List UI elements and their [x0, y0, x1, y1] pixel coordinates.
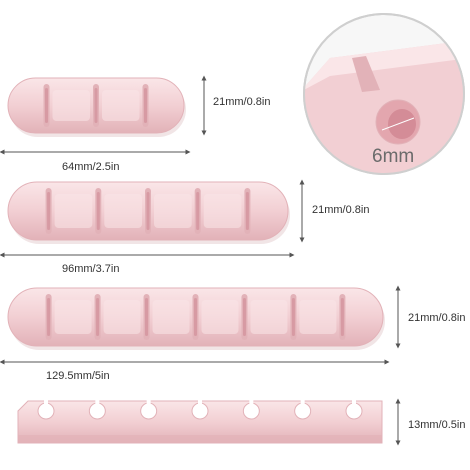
organizer-7-slot-slot-groove: [340, 298, 344, 336]
organizer-7-slot-side-base: [18, 435, 382, 443]
organizer-7-slot-side-hole-notch: [300, 400, 305, 406]
organizer-7-slot-slot-groove: [291, 298, 295, 336]
width-label-3-slot: 64mm/2.5in: [62, 161, 120, 173]
organizer-3-slot-flap: [102, 90, 140, 121]
organizer-7-slot-slot-groove: [47, 298, 51, 336]
organizer-5-slot-flap: [203, 194, 242, 228]
organizer-3-slot-slot-groove: [144, 88, 147, 123]
organizer-7-slot-flap: [152, 300, 190, 334]
width-label-5-slot: 96mm/3.7in: [62, 263, 120, 275]
detail-block-top: [304, 40, 464, 92]
organizer-7-slot-flap: [299, 300, 337, 334]
organizer-7-slot-flap: [201, 300, 239, 334]
organizer-7-slot-slot-groove: [194, 298, 197, 336]
organizer-7-slot-slot-groove: [145, 298, 149, 336]
organizer-7-slot-side-hole-notch: [249, 400, 254, 406]
height-label-7-slot: 21mm/0.8in: [408, 312, 466, 324]
detail-hole-diameter-line: [381, 117, 415, 131]
organizer-5-slot-flap: [104, 194, 142, 228]
organizer-7-slot-slot-groove: [242, 298, 246, 336]
detail-hole-inner: [388, 109, 416, 139]
organizer-5-slot-slot-groove: [146, 192, 150, 230]
organizer-5-slot-slot-groove: [245, 192, 249, 230]
organizer-3-slot-slot-groove: [94, 88, 98, 123]
organizer-3-slot-flap: [52, 90, 90, 121]
organizer-5-slot-slot-groove: [96, 192, 100, 230]
organizer-7-slot-flap: [250, 300, 288, 334]
detail-zoom-group: [304, 40, 464, 174]
organizer-5-slot-flap: [154, 194, 192, 228]
height-label-side: 13mm/0.5in: [408, 419, 466, 431]
organizer-5-slot-flap: [54, 194, 93, 228]
organizer-7-slot-flap: [54, 300, 92, 334]
organizer-7-slot-side-hole-notch: [146, 400, 151, 406]
height-label-3-slot: 21mm/0.8in: [213, 96, 271, 108]
organizer-7-slot-side-hole-notch: [198, 400, 202, 406]
width-label-7-slot: 129.5mm/5in: [46, 370, 110, 382]
detail-slot-cut: [352, 56, 380, 92]
detail-circle-border: [303, 13, 465, 175]
organizer-5-slot-slot-groove: [196, 192, 200, 230]
organizer-7-slot-side-hole-notch: [44, 400, 48, 406]
organizer-7-slot-side-hole-notch: [95, 400, 100, 406]
organizer-7-slot-flap: [103, 300, 141, 334]
organizer-7-slot-slot-groove: [96, 298, 100, 336]
hole-diameter-label: 6mm: [372, 146, 415, 167]
organizer-7-slot-side-hole-notch: [352, 400, 356, 406]
organizer-5-slot-slot-groove: [47, 192, 51, 230]
height-label-5-slot: 21mm/0.8in: [312, 204, 370, 216]
organizer-3-slot-slot-groove: [45, 88, 48, 123]
